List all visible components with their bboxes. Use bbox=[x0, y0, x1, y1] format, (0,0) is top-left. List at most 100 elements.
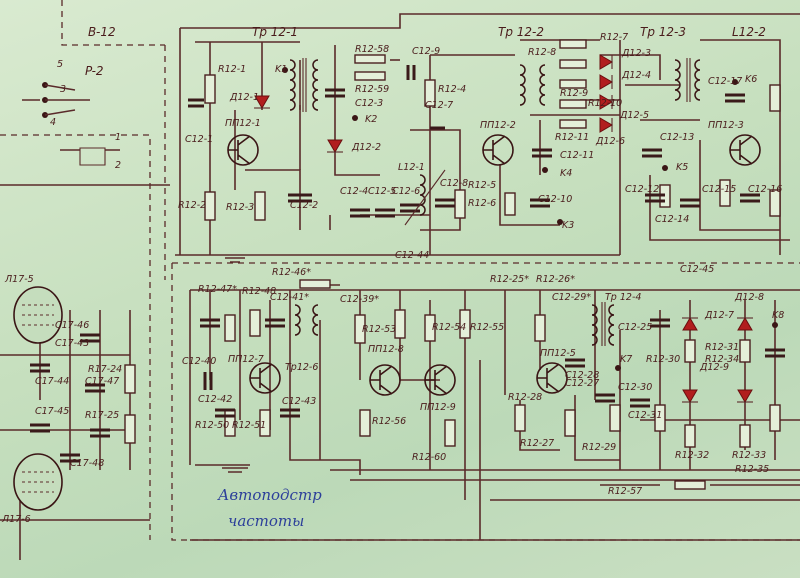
label-r12-46: R12-46* bbox=[272, 267, 311, 278]
label-c12-44: C12-44 bbox=[395, 250, 429, 261]
label-r12-5: R12-5 bbox=[468, 180, 496, 191]
label-pp12-7: ПП12-7 bbox=[228, 354, 264, 365]
label-r12-33: R12-33 bbox=[732, 450, 766, 461]
label-k2: K2 bbox=[365, 114, 377, 125]
label-p2-pin1: 1 bbox=[115, 132, 121, 143]
ground-symbols bbox=[222, 257, 248, 473]
label-c12-8: C12-8 bbox=[440, 178, 468, 189]
label-r12-4: R12-4 bbox=[438, 84, 466, 95]
label-r12-60: R12-60 bbox=[412, 452, 446, 463]
label-r12-10: R12-10 bbox=[588, 98, 622, 109]
label-r12-30: R12-30 bbox=[646, 354, 680, 365]
label-r12-26: R12-26* bbox=[536, 274, 575, 285]
label-d12-5: Д12-5 bbox=[619, 110, 649, 121]
label-k4: K4 bbox=[560, 168, 572, 179]
label-r12-28: R12-28 bbox=[508, 392, 542, 403]
label-r12-35: R12-35 bbox=[735, 464, 769, 475]
label-c17-48: C17-48 bbox=[70, 458, 104, 469]
label-c12-5: C12-5 bbox=[368, 186, 396, 197]
label-c12-31: C12-31 bbox=[628, 410, 662, 421]
label-r12-8: R12-8 bbox=[528, 47, 556, 58]
label-p2: P-2 bbox=[85, 64, 104, 78]
label-r12-56: R12-56 bbox=[372, 416, 406, 427]
label-r12-3: R12-3 bbox=[226, 202, 254, 213]
diodes bbox=[254, 54, 753, 403]
handwritten-note: Автоподстр частоты bbox=[217, 486, 322, 530]
label-pp12-5: ПП12-5 bbox=[540, 348, 576, 359]
label-r12-25: R12-25* bbox=[490, 274, 529, 285]
label-r12-34: R12-34 bbox=[705, 354, 739, 365]
label-pp12-1: ПП12-1 bbox=[225, 118, 261, 129]
label-c12-6: C12-6 bbox=[392, 186, 420, 197]
label-r12-53: R12-53 bbox=[362, 324, 396, 335]
label-d12-7: Д12-7 bbox=[704, 310, 734, 321]
label-c12-45: C12-45 bbox=[680, 264, 714, 275]
capacitors bbox=[30, 65, 785, 463]
label-c17-43: C17-43 bbox=[55, 338, 89, 349]
label-c12-41: C12-41* bbox=[270, 292, 309, 303]
label-c17-46: C17-46 bbox=[55, 320, 89, 331]
resistors bbox=[124, 39, 781, 490]
label-k8: K8 bbox=[772, 310, 784, 321]
label-r12-29: R12-29 bbox=[582, 442, 616, 453]
label-k7: K7 bbox=[620, 354, 632, 365]
label-pp12-8: ПП12-8 bbox=[368, 344, 404, 355]
label-l12-1: L12-1 bbox=[398, 162, 425, 173]
label-r12-2: R12-2 bbox=[178, 200, 206, 211]
label-d12-6: Д12-6 bbox=[595, 136, 625, 147]
test-points bbox=[282, 67, 778, 371]
label-c12-40: C12-40 bbox=[182, 356, 216, 367]
label-c17-47: C17-47 bbox=[85, 376, 119, 387]
label-p2-pin5: 5 bbox=[57, 59, 63, 70]
labels-upper: B-12 P-2 5 3 4 1 2 Tp 12-1 Tp 12-2 Tp 12… bbox=[50, 25, 782, 275]
label-c12-25: C12-25 bbox=[618, 322, 652, 333]
label-p2-pin3: 3 bbox=[60, 84, 66, 95]
label-tp12-3: Tp 12-3 bbox=[640, 25, 686, 39]
label-p2-pin2: 2 bbox=[115, 160, 121, 171]
label-c12-10: C12-10 bbox=[538, 194, 572, 205]
label-r12-50: R12-50 bbox=[195, 420, 229, 431]
handwriting-line1: Автоподстр bbox=[217, 486, 322, 504]
upper-wiring bbox=[175, 13, 800, 256]
label-c12-12: C12-12 bbox=[625, 184, 659, 195]
label-c12-30: C12-30 bbox=[618, 382, 652, 393]
label-r12-51: R12-51 bbox=[232, 420, 266, 431]
label-r12-47: R12-47* bbox=[198, 284, 237, 295]
label-r12-55: R12-55 bbox=[470, 322, 504, 333]
label-c12-14: C12-14 bbox=[655, 214, 689, 225]
label-c12-42: C12-42 bbox=[198, 394, 232, 405]
label-tube-lower: Л17-6 bbox=[1, 514, 31, 525]
switch-p2 bbox=[22, 82, 120, 166]
label-k5: K5 bbox=[676, 162, 688, 173]
label-k1: K1 bbox=[275, 64, 287, 75]
label-b12: B-12 bbox=[88, 25, 116, 39]
label-tp12-6: Tp12-6 bbox=[285, 362, 318, 373]
label-pp12-2: ПП12-2 bbox=[480, 120, 516, 131]
label-k3: K3 bbox=[562, 220, 574, 231]
label-pp12-9: ПП12-9 bbox=[420, 402, 456, 413]
label-l12-2: L12-2 bbox=[732, 25, 766, 39]
label-r12-9: R12-9 bbox=[560, 88, 588, 99]
label-c12-13: C12-13 bbox=[660, 132, 694, 143]
label-tp12-2: Tp 12-2 bbox=[498, 25, 544, 39]
labels-lower: Tp 12-4 Tp12-6 Д12-7 Д12-8 Д12-9 ПП12-7 … bbox=[182, 267, 784, 497]
label-r12-7: R12-7 bbox=[600, 32, 628, 43]
label-c12-17: C12-17 bbox=[708, 76, 742, 87]
label-r12-11: R12-11 bbox=[555, 132, 589, 143]
label-k6: K6 bbox=[745, 74, 757, 85]
label-c12-27: C12-27 bbox=[565, 378, 599, 389]
label-tp12-1: Tp 12-1 bbox=[252, 25, 298, 39]
label-c12-39: C12-39* bbox=[340, 294, 379, 305]
label-r12-31: R12-31 bbox=[705, 342, 739, 353]
label-c12-1: C12-1 bbox=[185, 134, 213, 145]
label-c12-4: C12-4 bbox=[340, 186, 368, 197]
label-p2-pin4: 4 bbox=[50, 117, 56, 128]
label-c12-29: C12-29* bbox=[552, 292, 591, 303]
label-c12-43: C12-43 bbox=[282, 396, 316, 407]
label-d12-1: Д12-1 bbox=[229, 92, 259, 103]
label-c17-45: C17-45 bbox=[35, 406, 69, 417]
label-r12-6: R12-6 bbox=[468, 198, 496, 209]
label-c12-2: C12-2 bbox=[290, 200, 318, 211]
